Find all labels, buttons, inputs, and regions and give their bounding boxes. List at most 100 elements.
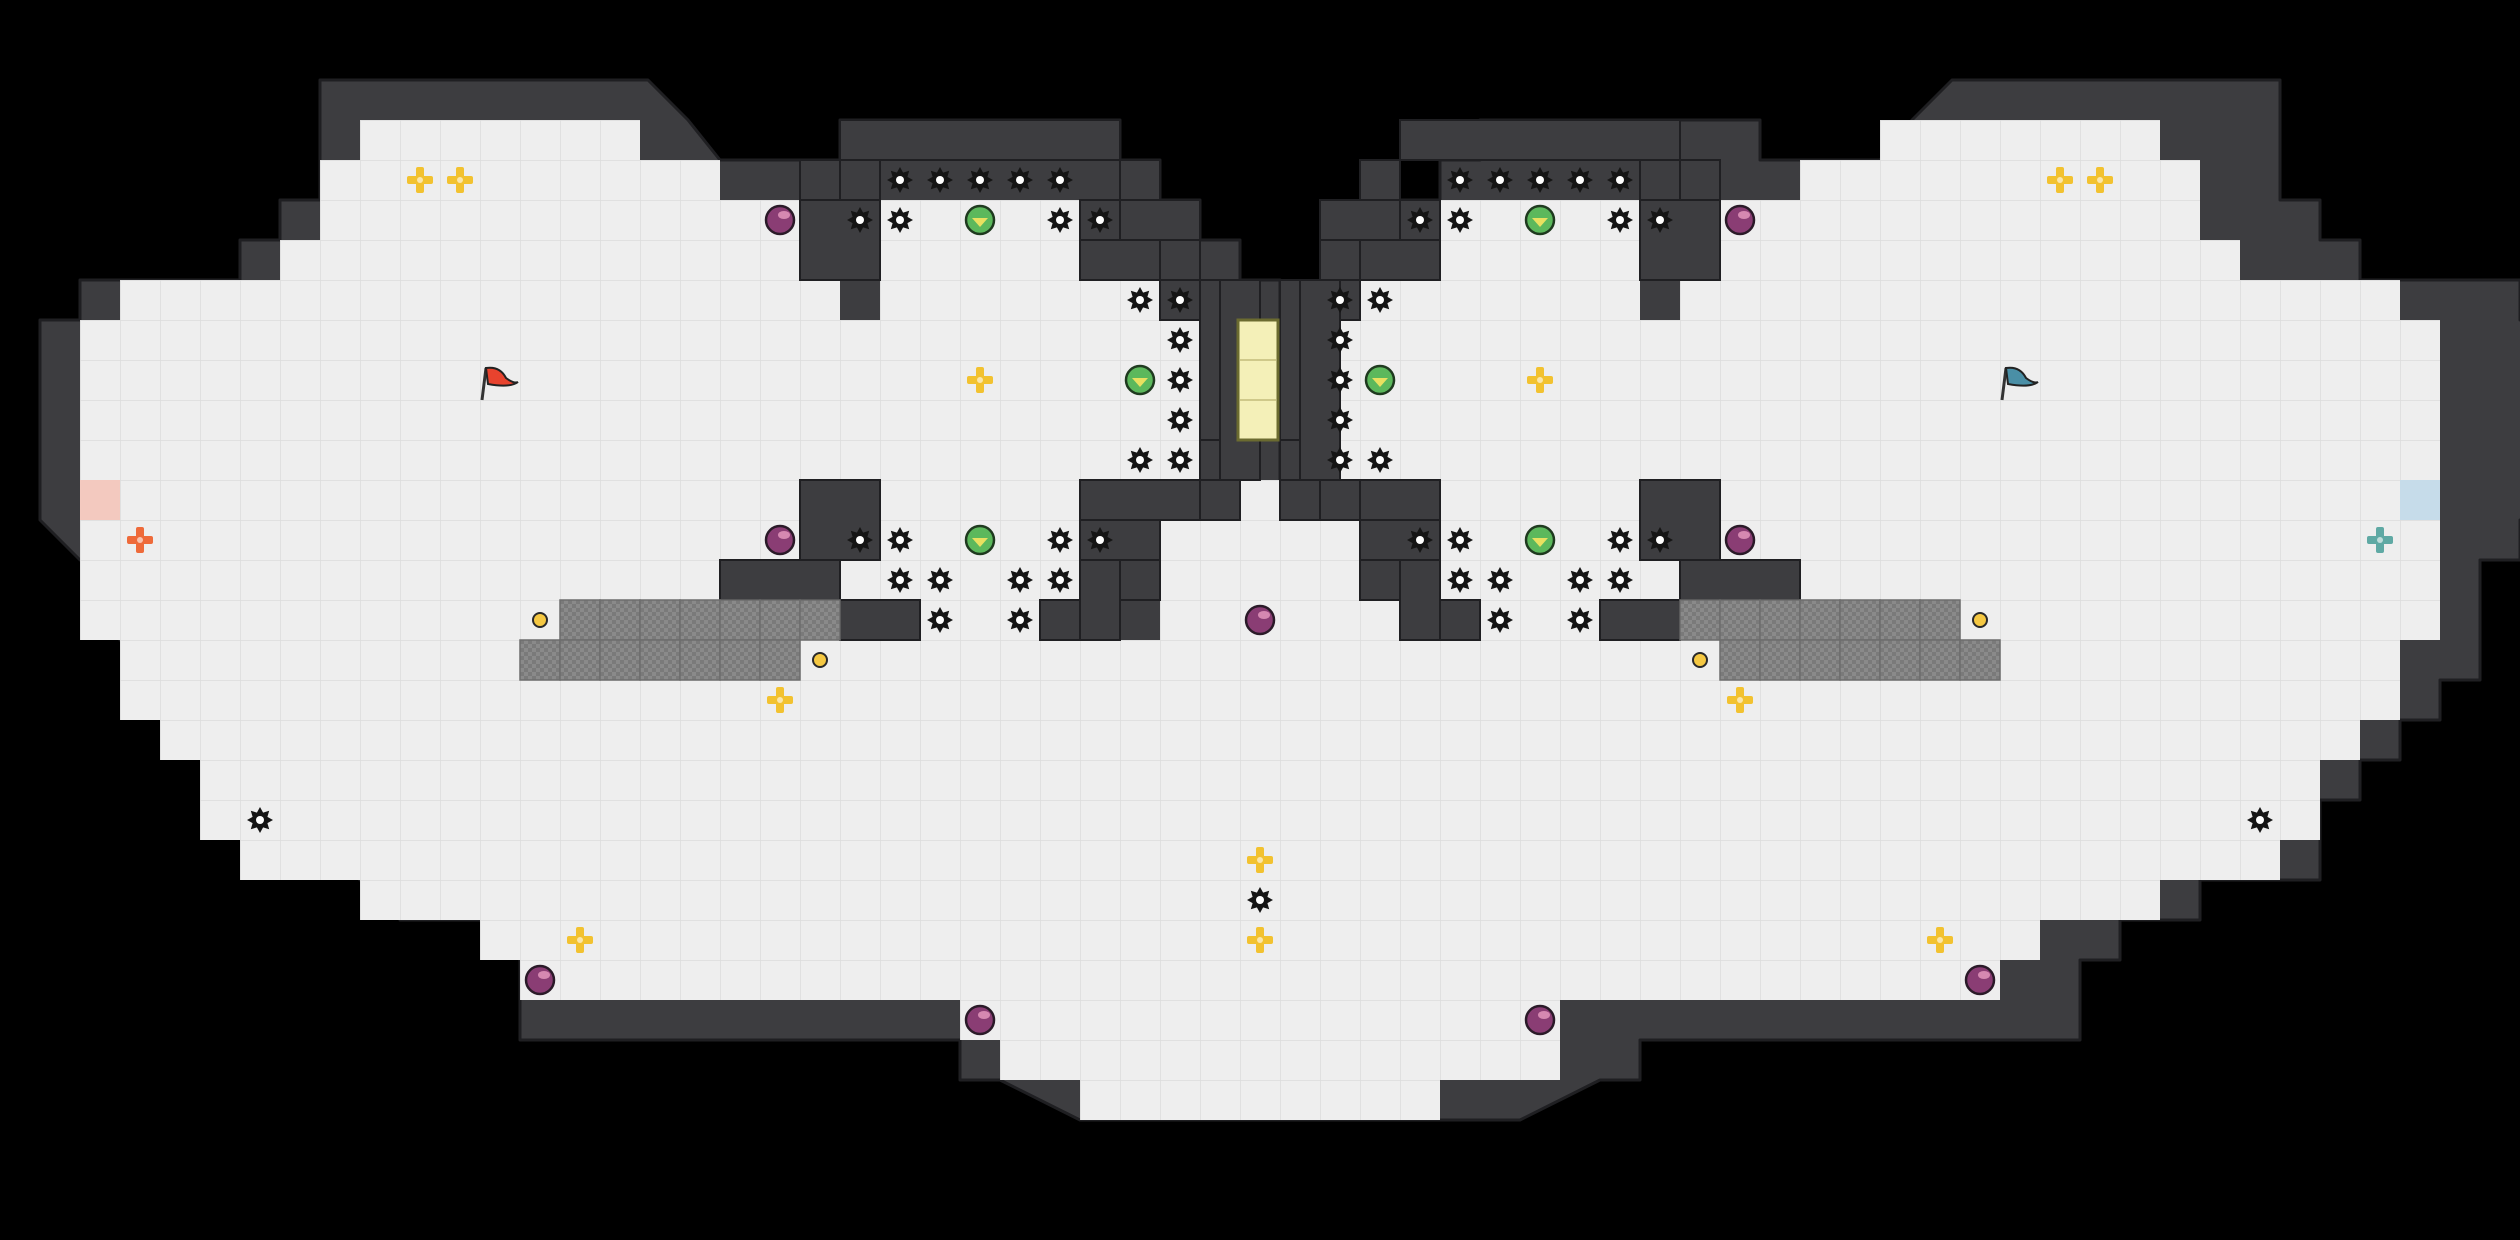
spike-icon <box>1047 527 1073 553</box>
neutral-gate-tile <box>1839 599 1881 641</box>
boost-center <box>1737 697 1743 703</box>
bomb-icon <box>964 524 996 556</box>
powerup-icon[interactable] <box>764 524 796 556</box>
neutral-gate-tile <box>559 599 601 641</box>
neutral-gate-tile <box>1759 599 1801 641</box>
spike-center <box>1456 176 1464 184</box>
floor-tile-block <box>320 840 360 880</box>
boost-center <box>977 377 983 383</box>
inner-wall <box>839 119 1121 161</box>
boost-icon <box>1927 927 1953 953</box>
neutral-gate-tile <box>1959 639 2001 681</box>
spike-center <box>1576 576 1584 584</box>
spike-icon <box>1607 167 1633 193</box>
bomb-icon <box>1364 364 1396 396</box>
boost-center <box>577 937 583 943</box>
spike-icon <box>1367 447 1393 473</box>
powerup-icon[interactable] <box>1724 524 1756 556</box>
boost-icon <box>1727 687 1753 713</box>
spike-icon <box>1007 167 1033 193</box>
spike-icon <box>1567 167 1593 193</box>
neutral-gate-tile <box>1879 639 1921 681</box>
spike-icon <box>1327 367 1353 393</box>
boost-icon <box>567 927 593 953</box>
floor-tile-block <box>1000 640 1560 1080</box>
powerup-orb <box>524 964 556 996</box>
spike-icon <box>1167 327 1193 353</box>
spike-icon <box>1447 167 1473 193</box>
neutral-gate-tile <box>1799 639 1841 681</box>
spike-center <box>896 576 904 584</box>
center-gate[interactable] <box>1236 318 1280 442</box>
spike-center <box>1376 296 1384 304</box>
floor-tile-block <box>1080 1080 1240 1120</box>
spike-center <box>896 536 904 544</box>
powerup-icon[interactable] <box>764 204 796 236</box>
spike-icon <box>1607 207 1633 233</box>
powerup-shine <box>1738 531 1750 539</box>
spike-center <box>856 216 864 224</box>
spike-center <box>1496 616 1504 624</box>
spike-icon <box>1407 207 1433 233</box>
red-boost-icon <box>127 527 153 553</box>
neutral-gate-tile <box>599 599 641 641</box>
spike-center <box>936 576 944 584</box>
portal-dot <box>812 652 828 668</box>
spike-center <box>1616 576 1624 584</box>
spike-icon <box>1047 207 1073 233</box>
boost-center <box>137 537 143 543</box>
spike-center <box>1416 536 1424 544</box>
bomb-mark <box>1132 378 1148 387</box>
neutral-gate-tile <box>639 639 681 681</box>
powerup-shine <box>1978 971 1990 979</box>
powerup-orb <box>1964 964 1996 996</box>
powerup-icon[interactable] <box>964 1004 996 1036</box>
inner-wall <box>1119 199 1201 241</box>
neutral-gate-tile <box>799 599 841 641</box>
spike-center <box>1096 216 1104 224</box>
boost-icon <box>1247 927 1273 953</box>
neutral-gate-tile <box>1719 639 1761 681</box>
spike-center <box>1056 216 1064 224</box>
floor-tile-block <box>360 120 640 200</box>
inner-wall <box>1199 479 1241 521</box>
spike-icon <box>1487 607 1513 633</box>
powerup-icon[interactable] <box>1964 964 1996 996</box>
neutral-gate-tile <box>639 599 681 641</box>
spike-center <box>1376 456 1384 464</box>
spike-center <box>1016 616 1024 624</box>
objects-layer <box>80 167 2440 1036</box>
spike-icon <box>847 527 873 553</box>
bomb-mark <box>1532 218 1548 227</box>
powerup-icon[interactable] <box>1524 1004 1556 1036</box>
red-flag-icon[interactable] <box>480 366 519 401</box>
floor-tile-block <box>2320 680 2360 720</box>
spike-icon <box>1367 287 1393 313</box>
blue-flag-icon[interactable] <box>2000 366 2039 401</box>
neutral-gate-tile <box>679 599 721 641</box>
powerup-icon[interactable] <box>1724 204 1756 236</box>
floor-tile-block <box>1680 200 2200 280</box>
boost-icon <box>967 367 993 393</box>
floor-tile-block <box>1320 320 2440 560</box>
inner-wall <box>1159 239 1201 281</box>
neutral-gate-tile <box>1919 599 1961 641</box>
spike-center <box>1496 176 1504 184</box>
powerup-icon[interactable] <box>1244 604 1276 636</box>
spike-icon <box>1167 447 1193 473</box>
spike-center <box>1616 176 1624 184</box>
powerup-icon[interactable] <box>524 964 556 996</box>
inner-wall <box>1399 119 1681 161</box>
spike-icon <box>847 207 873 233</box>
flag-cloth <box>484 366 519 387</box>
neutral-gate-tile <box>719 639 761 681</box>
spike-center <box>856 536 864 544</box>
spike-center <box>1336 336 1344 344</box>
powerup-shine <box>538 971 550 979</box>
spike-icon <box>887 167 913 193</box>
spike-center <box>1536 176 1544 184</box>
boost-center <box>2057 177 2063 183</box>
spike-icon <box>1447 567 1473 593</box>
portal-dot <box>1972 612 1988 628</box>
